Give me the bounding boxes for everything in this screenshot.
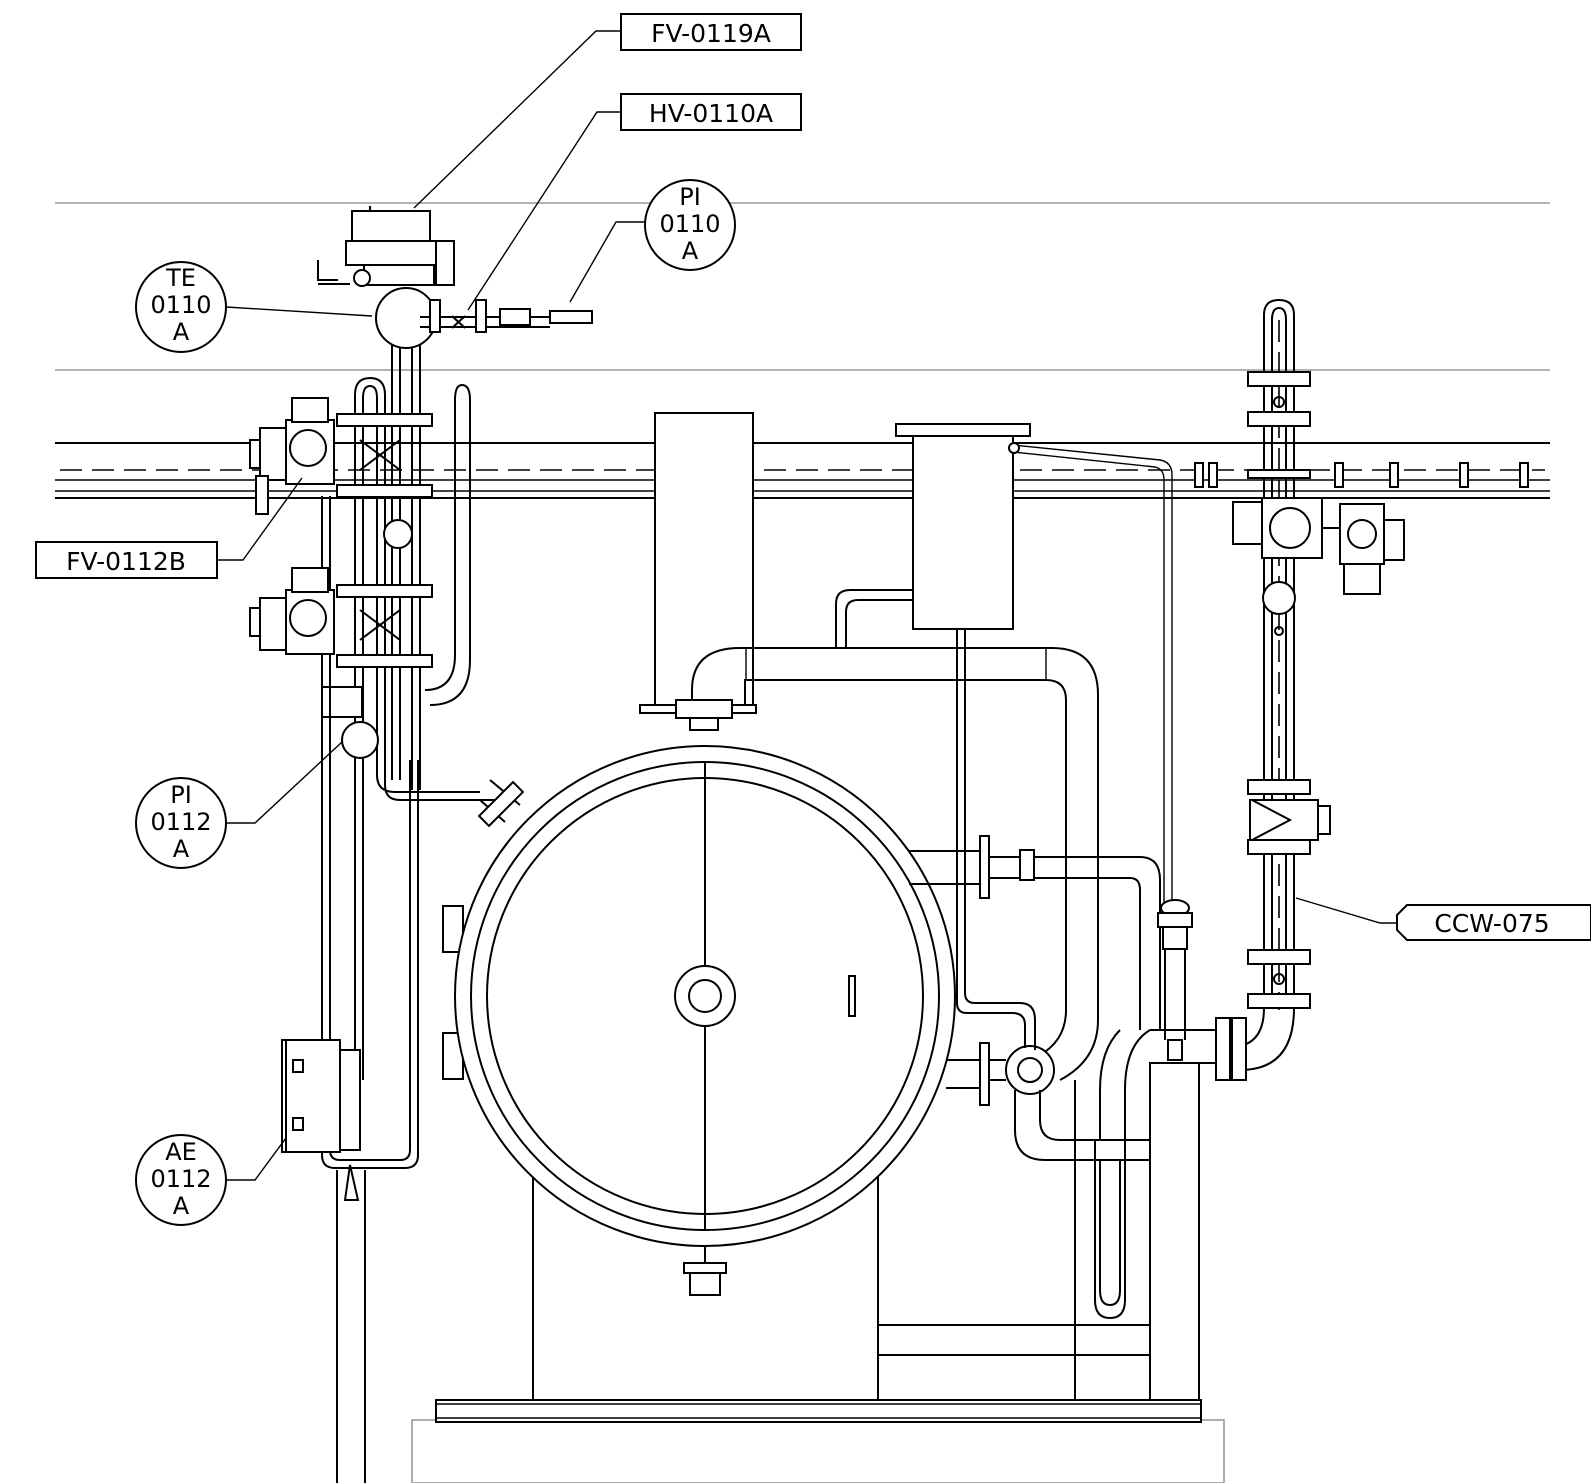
bubble-ae-0112a-line2: 0112 <box>150 1165 211 1193</box>
right-valve-actuator <box>1232 469 1405 595</box>
analyzer-box <box>281 1039 361 1153</box>
bubble-te-0110a-line1: TE <box>165 264 196 292</box>
tag-fv-0112b: FV-0112B <box>35 541 218 579</box>
tag-ccw-075: CCW-075 <box>1396 904 1591 941</box>
bubble-te-0110a-line2: 0110 <box>150 291 211 319</box>
header-flanges <box>1194 462 1529 488</box>
left-actuator-upper <box>249 397 335 515</box>
bubble-pi-0110a: PI 0110 A <box>644 179 736 271</box>
bubble-te-0110a-line3: A <box>173 318 190 346</box>
right-control-valve <box>1157 899 1193 1061</box>
bubble-pi-0112a-line3: A <box>173 835 190 863</box>
vessel-side-piping <box>909 835 1215 1320</box>
bubble-ae-0112a: AE 0112 A <box>135 1134 227 1226</box>
top-valve-actuator <box>317 206 455 287</box>
bubble-ae-0112a-line1: AE <box>165 1138 197 1166</box>
bubble-ae-0112a-line3: A <box>173 1192 190 1220</box>
instrument-line <box>1008 442 1173 905</box>
skid-base <box>435 1062 1202 1423</box>
vessel <box>442 745 956 1296</box>
separator-tank <box>835 423 1031 1003</box>
tag-fv-0112b-text: FV-0112B <box>66 547 186 576</box>
tag-hv-0110a: HV-0110A <box>620 93 802 131</box>
upper-return-pipe <box>691 647 1099 1081</box>
bubble-pi-0112a-line2: 0112 <box>150 808 211 836</box>
bubble-pi-0110a-line2: 0110 <box>659 210 720 238</box>
te-connection <box>420 299 593 333</box>
bubble-pi-0112a: PI 0112 A <box>135 777 227 869</box>
bubble-pi-0112a-line1: PI <box>170 781 192 809</box>
leader-lines <box>217 30 1397 1181</box>
bubble-pi-0110a-line1: PI <box>679 183 701 211</box>
tag-fv-0119a-text: FV-0119A <box>651 19 771 48</box>
tag-hv-0110a-text: HV-0110A <box>649 99 773 128</box>
tag-fv-0119a: FV-0119A <box>620 13 802 51</box>
left-actuator-lower <box>249 567 335 655</box>
tag-ccw-075-text: CCW-075 <box>1434 909 1549 938</box>
bubble-pi-0110a-line3: A <box>682 237 699 265</box>
bubble-te-0110a: TE 0110 A <box>135 261 227 353</box>
stack <box>654 412 754 707</box>
left-valve-stack <box>321 287 525 1483</box>
ccw-vertical-line <box>1215 298 1331 1081</box>
top-nozzle <box>639 699 757 731</box>
